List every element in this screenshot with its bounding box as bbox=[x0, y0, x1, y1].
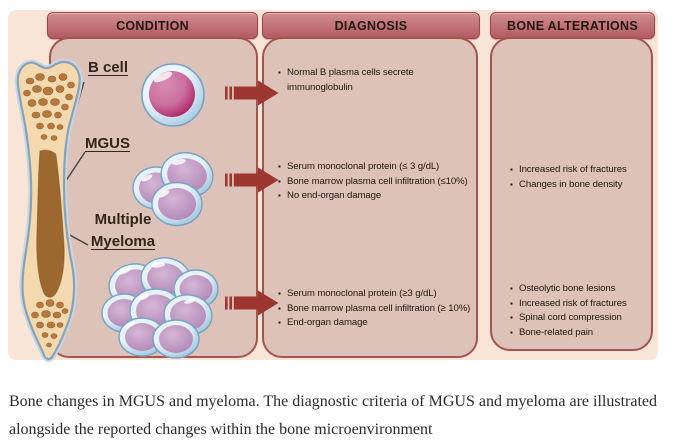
diagnosis-header-label: DIAGNOSIS bbox=[334, 18, 408, 33]
list-item: Changes in bone density bbox=[510, 178, 652, 193]
bone-alterations-mgus-list: Increased risk of fractures Changes in b… bbox=[510, 163, 652, 192]
bone-alterations-myeloma-list: Osteolytic bone lesions Increased risk o… bbox=[510, 282, 652, 340]
bone-alterations-header-label: BONE ALTERATIONS bbox=[507, 18, 638, 33]
list-item: Bone-related pain bbox=[510, 326, 652, 341]
flow-arrow-b-cell bbox=[225, 80, 279, 106]
multiple-myeloma-label-line1: Multiple bbox=[94, 211, 152, 228]
multiple-myeloma-label: Multiple Myeloma bbox=[86, 209, 160, 253]
list-item: Bone marrow plasma cell infiltration (≤1… bbox=[278, 175, 478, 190]
trabecular-spots-top bbox=[23, 73, 75, 141]
flow-arrow-myeloma bbox=[225, 290, 279, 316]
list-item: Normal B plasma cells secrete immunoglob… bbox=[278, 66, 430, 95]
list-item: Serum monoclonal protein (≥3 g/dL) bbox=[278, 287, 478, 302]
list-item: No end-organ damage bbox=[278, 189, 478, 204]
figure-caption: Bone changes in MGUS and myeloma. The di… bbox=[9, 393, 657, 438]
column-header-bone-alterations: BONE ALTERATIONS bbox=[490, 12, 655, 39]
bone-alterations-column-box: Increased risk of fractures Changes in b… bbox=[490, 37, 653, 351]
list-item: Increased risk of fractures bbox=[510, 163, 652, 178]
list-item: Increased risk of fractures bbox=[510, 297, 652, 312]
column-header-condition: CONDITION bbox=[47, 12, 258, 39]
diagnosis-column-box: Normal B plasma cells secrete immunoglob… bbox=[262, 37, 478, 358]
condition-header-label: CONDITION bbox=[116, 18, 189, 33]
b-cell-illustration bbox=[141, 63, 205, 127]
column-header-diagnosis: DIAGNOSIS bbox=[262, 12, 480, 39]
list-item: End-organ damage bbox=[278, 316, 478, 331]
mgus-label: MGUS bbox=[85, 135, 130, 152]
list-item: Osteolytic bone lesions bbox=[510, 282, 652, 297]
list-item: Bone marrow plasma cell infiltration (≥ … bbox=[278, 302, 478, 317]
diagnosis-mgus-list: Serum monoclonal protein (≤ 3 g/dL) Bone… bbox=[278, 160, 478, 204]
flow-arrow-mgus bbox=[225, 167, 279, 193]
diagnosis-myeloma-list: Serum monoclonal protein (≥3 g/dL) Bone … bbox=[278, 287, 478, 331]
mgus-cells-illustration bbox=[132, 152, 214, 227]
multiple-myeloma-label-line2: Myeloma bbox=[90, 233, 156, 250]
diagnosis-b-cell-list: Normal B plasma cells secrete immunoglob… bbox=[278, 66, 430, 95]
b-cell-label: B cell bbox=[88, 59, 129, 76]
figure-panel: CONDITION DIAGNOSIS BONE ALTERATIONS Nor… bbox=[8, 10, 658, 363]
bone-illustration bbox=[14, 59, 83, 363]
list-item: Serum monoclonal protein (≤ 3 g/dL) bbox=[278, 160, 478, 175]
trabecular-spots-bottom bbox=[31, 299, 69, 348]
list-item: Spinal cord compression bbox=[510, 311, 652, 326]
myeloma-cells-illustration bbox=[101, 257, 219, 359]
